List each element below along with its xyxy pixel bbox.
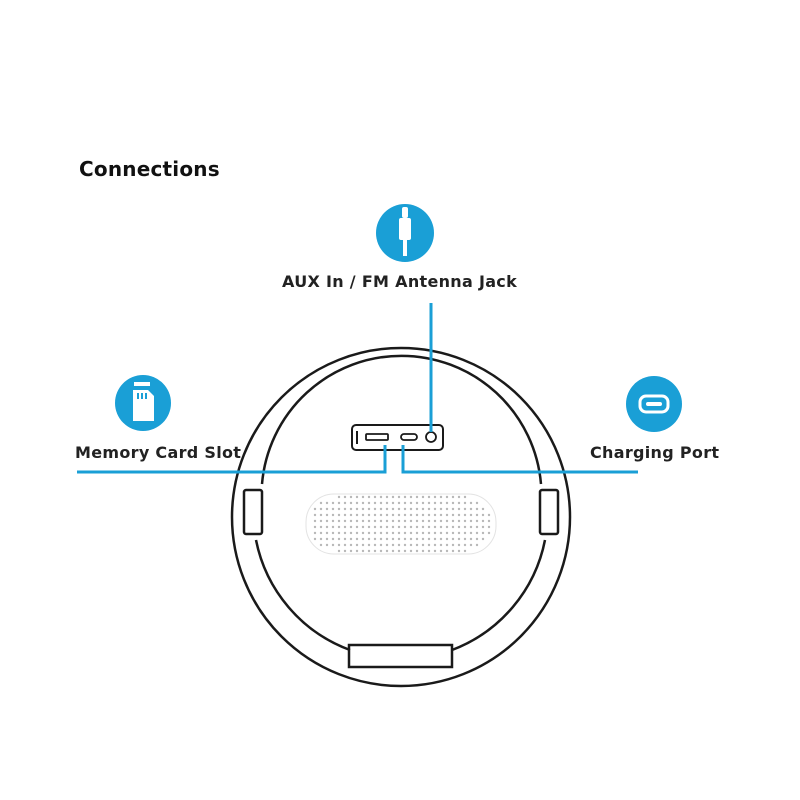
right-handle-mount (538, 488, 560, 536)
speaker-lower-band (254, 539, 351, 652)
speaker-inner-ring (260, 354, 543, 485)
usb-c-slot-shape (400, 433, 418, 441)
memory-callout-line (77, 445, 387, 474)
sd-card-icon (115, 375, 171, 431)
audio-plug-icon (376, 204, 434, 262)
charging-port-label: Charging Port (590, 443, 720, 462)
speaker-base-strap (347, 643, 454, 669)
memory-card-slot-label: Memory Card Slot (75, 443, 242, 462)
port-panel (351, 424, 444, 451)
left-handle-mount (242, 488, 264, 536)
sd-slot-shape (365, 433, 389, 441)
speaker-illustration (230, 346, 572, 688)
speaker-grille (313, 495, 491, 553)
speaker-lower-band-right (451, 539, 547, 652)
usb-c-port-icon (626, 376, 682, 432)
speaker-outer-ring (230, 346, 572, 688)
callout-lines (77, 303, 638, 474)
speaker-grille-outline (305, 493, 497, 555)
aux-jack-label: AUX In / FM Antenna Jack (282, 272, 518, 291)
aux-jack-shape (425, 431, 437, 443)
charging-callout-line (401, 445, 638, 474)
page-title: Connections (79, 157, 220, 181)
